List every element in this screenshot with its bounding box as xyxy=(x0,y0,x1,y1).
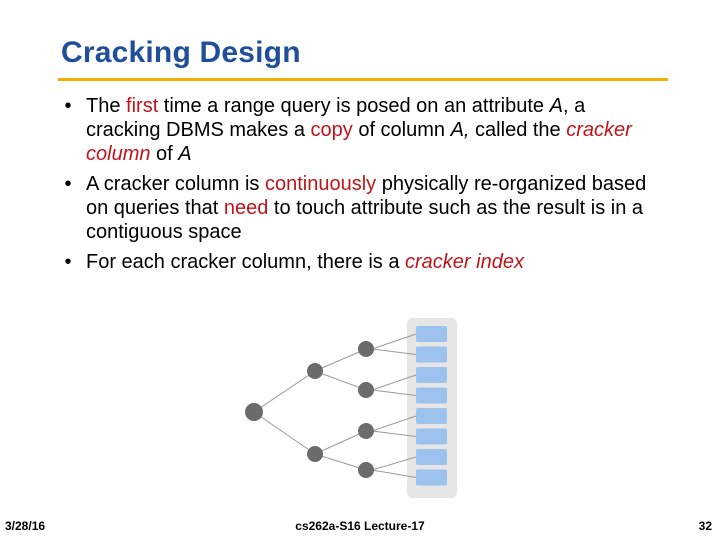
bullet-item: • The first time a range query is posed o… xyxy=(58,94,658,166)
bullet-text-segment: A cracker column is xyxy=(86,173,265,195)
bullet-marker: • xyxy=(64,173,72,195)
tree-edge xyxy=(314,370,367,391)
column-cell xyxy=(416,367,447,383)
cracker-index-diagram xyxy=(245,318,457,498)
tree-edge xyxy=(253,411,316,455)
bullet-text-segment: A xyxy=(178,143,192,165)
tree-node xyxy=(358,341,374,357)
column-cell xyxy=(416,428,447,445)
bullet-text-segment: physically re-organized based on queries… xyxy=(86,173,647,219)
tree-edge xyxy=(314,348,367,372)
bullet-text-segment: need xyxy=(223,197,269,219)
footer-page-number: 32 xyxy=(698,519,712,533)
bullet-text-segment: called the xyxy=(469,119,567,141)
bullet-text-segment: , a cracking DBMS makes a xyxy=(86,95,586,141)
bullet-text-segment: first xyxy=(126,95,159,117)
column-cell xyxy=(416,469,447,486)
bullet-text-segment: cracker column xyxy=(86,119,632,165)
tree-edge xyxy=(371,348,417,355)
footer-date: 3/28/16 xyxy=(5,519,46,533)
bullet-item: • For each cracker column, there is a cra… xyxy=(58,250,658,274)
column-cell xyxy=(416,387,447,404)
bullet-marker: • xyxy=(64,251,72,273)
column-cell xyxy=(416,408,447,424)
bullet-marker: • xyxy=(64,95,72,117)
tree-edge xyxy=(253,370,316,413)
bullet-text-segment: to touch attribute such as the result is… xyxy=(86,197,644,243)
tree-node xyxy=(358,462,374,478)
tree-edge xyxy=(314,453,367,471)
bullet-text-segment: For each cracker column, there is a xyxy=(86,251,406,273)
tree-edge xyxy=(371,333,417,350)
bullet-text-segment: The xyxy=(86,95,127,117)
title-underline xyxy=(58,78,668,81)
tree-edge xyxy=(371,374,417,391)
tree-edge xyxy=(371,430,417,437)
tree-edge xyxy=(371,389,417,396)
bullet-text-segment: cracker index xyxy=(405,251,524,273)
tree-node xyxy=(358,423,374,439)
bullet-text-segment: of column xyxy=(352,119,451,141)
tree-node xyxy=(358,382,374,398)
bullet-item: • A cracker column is continuously physic… xyxy=(58,172,658,244)
bullet-text-segment: continuously xyxy=(264,173,377,195)
bullet-list: • The first time a range query is posed o… xyxy=(58,94,658,280)
column-cell xyxy=(416,326,447,342)
tree-edge xyxy=(314,430,367,455)
tree-node xyxy=(307,446,323,462)
slide-title: Cracking Design xyxy=(61,36,301,69)
column-cell xyxy=(416,449,447,465)
bullet-text-segment: of xyxy=(150,143,179,165)
footer-course: cs262a-S16 Lecture-17 xyxy=(295,519,425,533)
bullet-text-segment: time a range query is posed on an attrib… xyxy=(158,95,550,117)
tree-edge xyxy=(371,415,417,432)
tree-edge xyxy=(371,469,417,478)
tree-node xyxy=(245,403,263,421)
bullet-text-segment: copy xyxy=(310,119,353,141)
tree-node xyxy=(307,363,323,379)
bullet-text-segment: A xyxy=(549,95,563,117)
tree-edge xyxy=(371,456,417,471)
column-cell xyxy=(416,346,447,363)
bullet-text-segment: A, xyxy=(450,119,470,141)
